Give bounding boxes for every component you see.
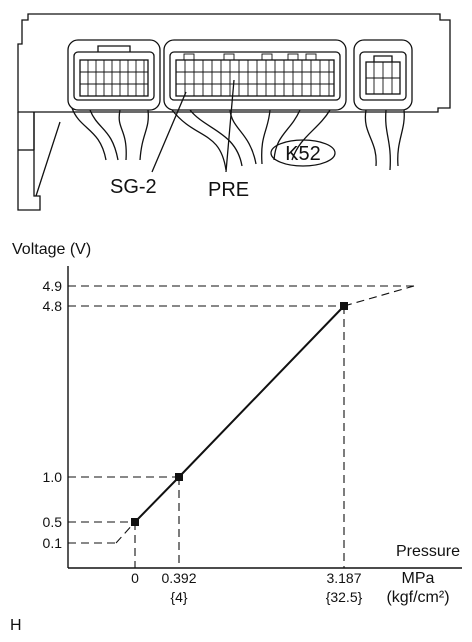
data-point-0	[131, 518, 139, 526]
y-tick-label-2: 1.0	[43, 469, 63, 485]
data-point-2	[340, 302, 348, 310]
y-tick-label-0: 0.1	[43, 535, 63, 551]
x-tick-sublabel-2: {32.5}	[326, 589, 363, 605]
y-tick-label-3: 4.8	[43, 298, 63, 314]
chart-x-unit-kgf: (kgf/cm²)	[386, 589, 449, 606]
chart-xlabel: Pressure	[396, 543, 460, 560]
ecu-side-bracket	[17, 112, 41, 211]
y-tick-label-1: 0.5	[43, 514, 63, 530]
data-point-1	[175, 473, 183, 481]
pre-leader-line	[225, 79, 235, 173]
x-tick-sublabel-1: {4}	[170, 589, 187, 605]
extrapolation-high	[343, 285, 415, 307]
x-tick-label-0: 0	[131, 570, 139, 586]
series-line	[134, 305, 345, 523]
x-tick-label-2: 3.187	[326, 570, 361, 586]
left-connector	[67, 39, 161, 111]
connector-id-tag	[270, 139, 336, 167]
sg2-leader-line	[151, 91, 187, 173]
voltage-pressure-chart: 0.1 0.5 1.0 4.8 4.9 0 0.392 {4} 3.187 {32.5}	[43, 266, 462, 605]
connector-id-label: K52	[285, 143, 321, 165]
connector-illustration	[17, 13, 451, 211]
ecu-housing	[17, 13, 451, 113]
right-connector	[353, 39, 413, 111]
figure-letter: H	[10, 617, 22, 634]
center-connector	[163, 39, 347, 111]
extrapolation-low	[115, 521, 136, 544]
x-tick-label-1: 0.392	[161, 570, 196, 586]
chart-ylabel: Voltage (V)	[12, 241, 91, 258]
pre-label: PRE	[208, 179, 249, 201]
chart-x-unit-mpa: MPa	[402, 570, 435, 587]
sg2-label: SG-2	[110, 176, 157, 198]
y-tick-label-4: 4.9	[43, 278, 63, 294]
